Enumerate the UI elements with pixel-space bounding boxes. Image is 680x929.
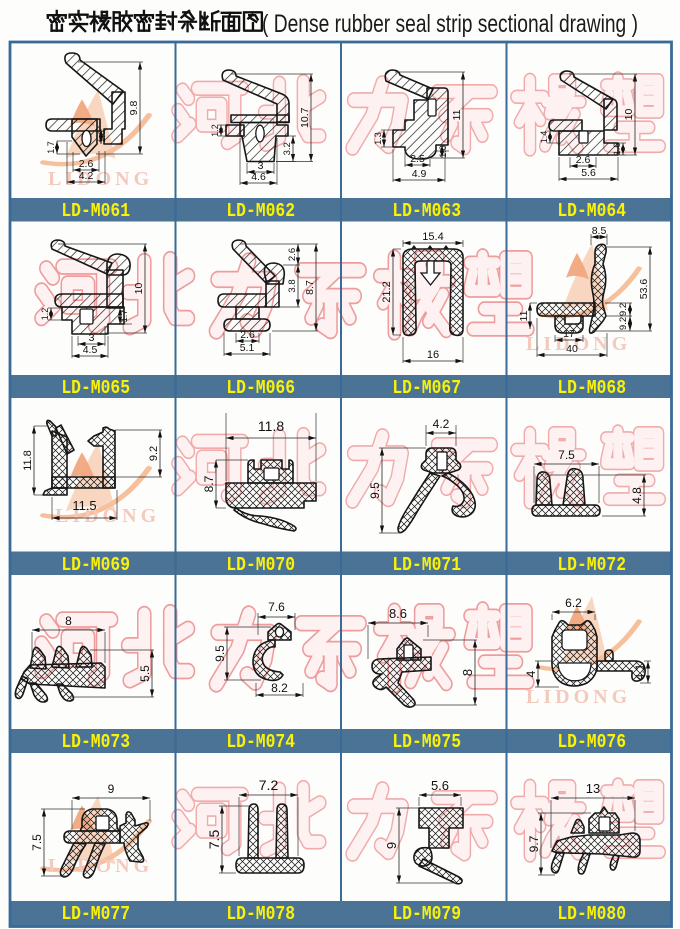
svg-text:4.1: 4.1 [633,663,647,680]
svg-text:4.6: 4.6 [251,171,266,183]
svg-text:7.5: 7.5 [558,448,575,462]
svg-text:5.6: 5.6 [581,167,596,179]
svg-text:5.1: 5.1 [239,342,254,354]
svg-text:5.5: 5.5 [138,665,152,682]
svg-text:9.2: 9.2 [148,446,160,461]
svg-text:9.5: 9.5 [368,482,382,499]
svg-text:( Dense rubber seal strip sect: ( Dense rubber seal strip sectional draw… [262,10,638,38]
svg-text:10: 10 [133,283,145,295]
svg-text:15.4: 15.4 [422,231,443,243]
svg-text:9.7: 9.7 [527,835,541,852]
svg-text:10: 10 [623,109,635,121]
svg-text:9.5: 9.5 [213,645,227,662]
svg-text:7.2: 7.2 [258,777,278,793]
svg-text:9.8: 9.8 [128,101,140,116]
svg-text:4.9: 4.9 [412,168,427,180]
svg-text:1.7: 1.7 [46,141,56,154]
svg-text:17: 17 [563,328,575,340]
svg-text:4.2: 4.2 [79,170,94,182]
svg-text:7.6: 7.6 [268,600,285,614]
svg-text:11: 11 [451,109,463,120]
svg-text:40: 40 [566,343,578,355]
svg-text:11: 11 [518,310,530,321]
svg-text:8.5: 8.5 [591,225,606,237]
svg-text:1.6: 1.6 [612,143,622,156]
svg-text:11.8: 11.8 [22,450,34,471]
svg-text:5.6: 5.6 [431,778,449,793]
svg-text:11.5: 11.5 [72,498,96,513]
svg-text:6.2: 6.2 [565,596,582,610]
svg-text:8.7: 8.7 [304,280,316,295]
svg-text:7.5: 7.5 [206,830,222,850]
svg-text:1.7: 1.7 [119,310,129,323]
svg-text:2.6: 2.6 [79,158,94,170]
svg-text:8.2: 8.2 [271,681,288,695]
svg-text:21.2: 21.2 [381,281,393,302]
svg-text:LIDONG: LIDONG [526,333,631,355]
svg-text:LIDONG: LIDONG [48,168,153,190]
svg-text:9.2: 9.2 [618,303,629,316]
svg-text:3: 3 [89,332,95,344]
svg-text:1.4: 1.4 [539,131,549,144]
svg-text:11.8: 11.8 [257,418,283,434]
svg-text:8.6: 8.6 [389,606,407,621]
svg-text:2.5: 2.5 [410,153,425,165]
svg-text:1.2: 1.2 [40,308,50,321]
svg-text:3: 3 [257,160,263,172]
svg-text:1.8: 1.8 [438,145,448,158]
svg-text:8: 8 [65,614,72,628]
svg-text:8: 8 [460,669,475,676]
svg-text:LIDONG: LIDONG [526,686,631,708]
svg-text:2.6: 2.6 [287,248,298,261]
svg-text:1.2: 1.2 [210,124,220,137]
svg-text:9.2: 9.2 [618,317,629,330]
svg-text:LIDONG: LIDONG [55,505,160,527]
svg-text:8.7: 8.7 [202,475,216,492]
svg-text:1.6: 1.6 [97,130,107,143]
svg-text:53.6: 53.6 [638,279,650,300]
svg-text:4.2: 4.2 [433,417,450,431]
svg-text:7.5: 7.5 [30,834,44,851]
svg-text:2.6: 2.6 [240,329,255,341]
svg-text:13: 13 [585,781,599,796]
svg-text:4: 4 [524,670,538,677]
svg-text:3.8: 3.8 [287,279,298,292]
svg-text:10.7: 10.7 [299,107,311,128]
svg-text:2.6: 2.6 [575,154,590,166]
svg-text:16: 16 [427,349,439,361]
svg-text:4.8: 4.8 [630,487,644,504]
svg-text:9: 9 [384,842,399,849]
svg-text:4.5: 4.5 [83,344,98,356]
svg-text:3.2: 3.2 [282,142,293,155]
svg-text:1.3: 1.3 [373,132,383,145]
svg-text:9: 9 [108,782,115,796]
